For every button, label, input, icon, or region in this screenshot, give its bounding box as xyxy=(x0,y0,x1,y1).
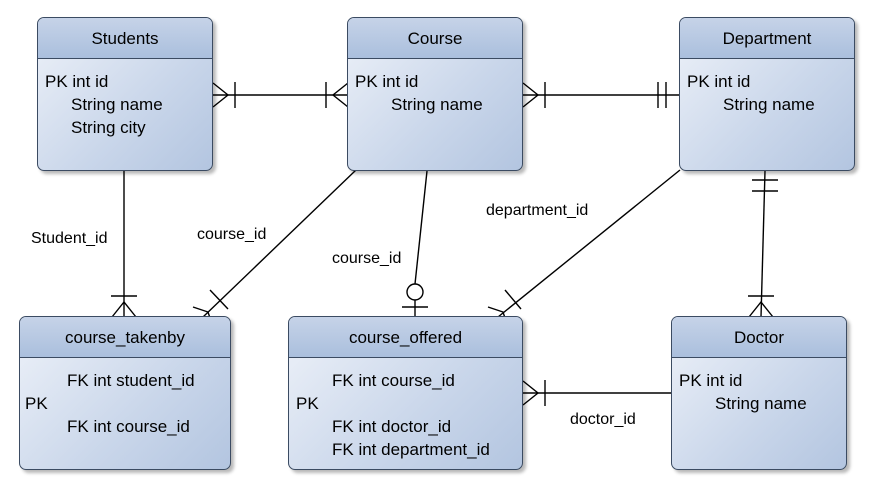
doctor-entity-title: Doctor xyxy=(672,317,846,358)
course-attr-name: String name xyxy=(391,95,483,114)
offered-one-marker-department xyxy=(504,289,522,310)
offered-optional-marker xyxy=(406,283,424,301)
course-offered-attr-department-id: FK int department_id xyxy=(332,440,490,459)
course-many-marker-right xyxy=(522,82,540,108)
department-entity-title: Department xyxy=(680,18,854,59)
course-entity-title: Course xyxy=(348,18,522,59)
students-attr-name: String name xyxy=(71,95,163,114)
course-attr-id: PK int id xyxy=(355,72,419,91)
students-many-marker xyxy=(212,82,230,108)
takenby-one-marker-course xyxy=(209,289,229,310)
course-offered-attr-course-id: FK int course_id xyxy=(332,371,455,390)
course-many-marker-left xyxy=(331,82,349,108)
course-offered-entity-title: course_offered xyxy=(289,317,522,358)
course-takenby-line xyxy=(202,169,357,318)
course-offered-attr-doctor-id: FK int doctor_id xyxy=(332,417,452,436)
doctor-entity[interactable]: Doctor PK int id String name xyxy=(671,316,847,470)
department-offered-line xyxy=(497,169,681,318)
students-entity[interactable]: Students PK int id String name String ci… xyxy=(37,17,213,171)
department-attr-name: String name xyxy=(723,95,815,114)
course-id-offered-label: course_id xyxy=(332,250,402,267)
course-offered-line xyxy=(414,170,428,285)
department-entity[interactable]: Department PK int id String name xyxy=(679,17,855,171)
department-doctor-line xyxy=(760,170,766,318)
doctor-many-marker xyxy=(748,300,774,318)
course-takenby-entity-title: course_takenby xyxy=(20,317,230,358)
department-id-label: department_id xyxy=(486,202,589,219)
doctor-id-label: doctor_id xyxy=(570,411,636,428)
offered-many-marker-doctor xyxy=(522,380,540,406)
students-attr-city: String city xyxy=(71,118,146,137)
students-attr-id: PK int id xyxy=(45,72,109,91)
course-takenby-attr-course-id: FK int course_id xyxy=(67,417,190,436)
course-takenby-attr-student-id: FK int student_id xyxy=(67,371,195,390)
course-entity[interactable]: Course PK int id String name xyxy=(347,17,523,171)
department-attr-id: PK int id xyxy=(687,72,751,91)
student-id-label: Student_id xyxy=(31,230,108,247)
course-offered-entity[interactable]: course_offered FK int course_id PK FK in… xyxy=(288,316,523,470)
course-takenby-attr-pk: PK xyxy=(25,394,48,413)
doctor-attr-id: PK int id xyxy=(679,371,743,390)
students-entity-title: Students xyxy=(38,18,212,59)
course-takenby-entity[interactable]: course_takenby FK int student_id PK FK i… xyxy=(19,316,231,470)
course-offered-attr-pk: PK xyxy=(296,394,319,413)
course-id-takenby-label: course_id xyxy=(197,226,267,243)
takenby-many-marker-students xyxy=(111,300,137,318)
doctor-attr-name: String name xyxy=(715,394,807,413)
